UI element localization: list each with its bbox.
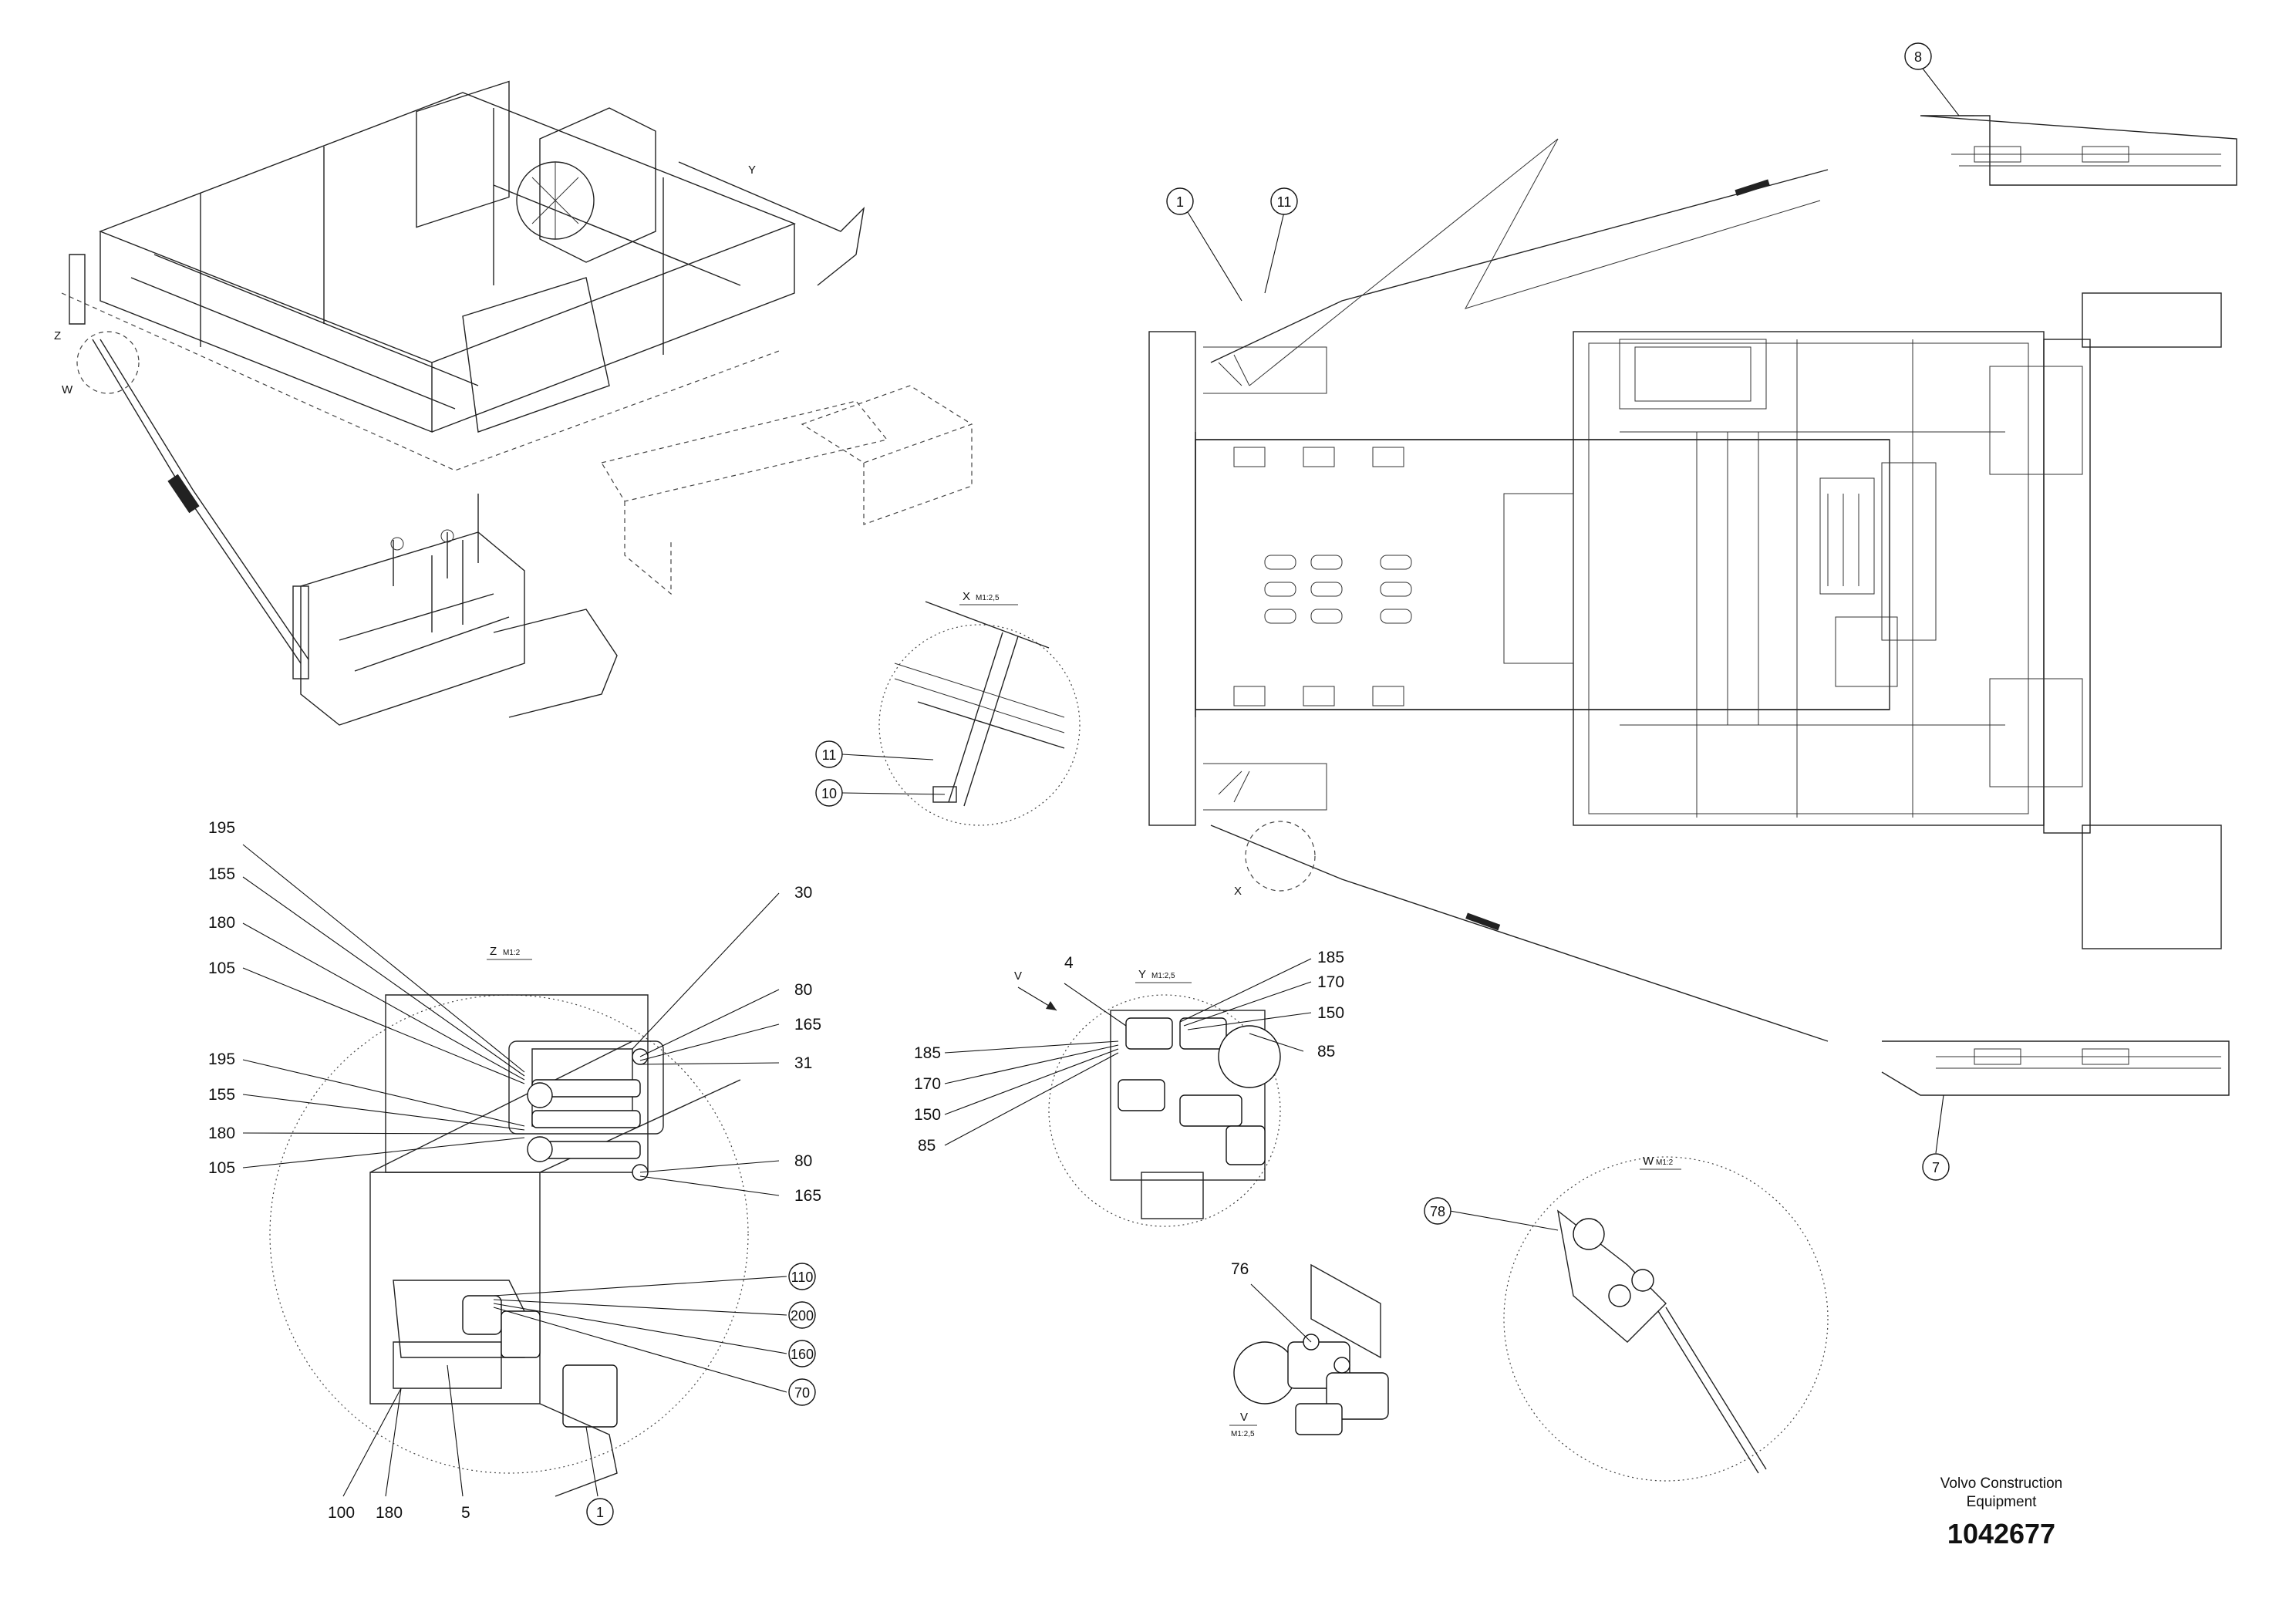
callout-30: 30 [794, 884, 812, 902]
callout-labels: 195 155 180 105 195 155 180 105 30 80 16… [208, 819, 1344, 1522]
view-title-v: V [1240, 1411, 1248, 1424]
callout-1-plan: 1 [1176, 194, 1184, 210]
callout-165-top: 165 [794, 1016, 821, 1034]
callout-105-top: 105 [208, 959, 235, 977]
view-marker-z: Z [54, 329, 61, 342]
callout-80-bottom: 80 [794, 1152, 812, 1170]
view-scale-x: M1:2,5 [976, 594, 1000, 602]
detail-view-w [1503, 1156, 1829, 1482]
view-marker-v: V [1014, 969, 1022, 983]
view-scale-w: M1:2 [1656, 1158, 1674, 1167]
callout-76: 76 [1231, 1260, 1249, 1278]
plan-view [1148, 115, 2237, 1096]
callout-70: 70 [794, 1385, 810, 1401]
callout-160: 160 [791, 1347, 814, 1362]
drawing-number: 1042677 [1947, 1518, 2056, 1549]
callout-150-left: 150 [914, 1106, 941, 1124]
callout-circles [586, 42, 1950, 1526]
callout-150-right: 150 [1317, 1004, 1344, 1022]
view-marker-x: X [1234, 885, 1242, 898]
callout-155-top: 155 [208, 865, 235, 883]
detail-view-y [1048, 994, 1281, 1227]
callout-195-top: 195 [208, 819, 235, 837]
callout-180-mid: 180 [208, 1125, 235, 1142]
circled-callout-labels: 8 1 11 7 11 10 78 110 200 160 70 1 [596, 49, 1940, 1520]
callout-110: 110 [791, 1270, 814, 1285]
view-scale-v: M1:2,5 [1231, 1430, 1255, 1438]
detail-view-z [269, 994, 749, 1497]
isometric-chassis-view [61, 80, 973, 726]
callout-11-detail: 11 [822, 747, 837, 763]
callout-155-mid: 155 [208, 1086, 235, 1104]
callout-7: 7 [1932, 1160, 1940, 1175]
callout-180-bottom: 180 [376, 1504, 403, 1522]
callout-105-mid: 105 [208, 1159, 235, 1177]
callout-185-right: 185 [1317, 949, 1344, 966]
callout-185-left: 185 [914, 1044, 941, 1062]
callout-165-bottom: 165 [794, 1187, 821, 1205]
detail-view-x [878, 601, 1081, 826]
leader-lines [242, 65, 1974, 1497]
view-title-x: X [963, 590, 970, 603]
callout-85-right: 85 [1317, 1043, 1335, 1061]
callout-80-top: 80 [794, 981, 812, 999]
callout-1-detail: 1 [596, 1505, 604, 1520]
callout-11-plan: 11 [1277, 194, 1292, 210]
manufacturer-line-2: Equipment [1966, 1494, 2037, 1510]
view-marker-y: Y [748, 164, 756, 177]
callout-4: 4 [1064, 954, 1074, 972]
callout-180-top: 180 [208, 914, 235, 932]
view-title-w: W [1643, 1155, 1654, 1168]
callout-8: 8 [1914, 49, 1922, 65]
title-block: Volvo Construction Equipment 1042677 [1920, 1475, 2082, 1550]
view-scale-z: M1:2 [503, 949, 521, 957]
callout-200: 200 [791, 1308, 814, 1324]
callout-10: 10 [821, 786, 837, 801]
view-scale-y: M1:2,5 [1151, 972, 1175, 980]
callout-100: 100 [328, 1504, 355, 1522]
callout-85-left: 85 [918, 1137, 936, 1155]
view-marker-w: W [62, 383, 73, 396]
detail-view-v [1233, 1263, 1389, 1435]
view-title-z: Z [490, 945, 497, 958]
callout-170-left: 170 [914, 1075, 941, 1093]
view-title-y: Y [1138, 968, 1146, 981]
callout-170-right: 170 [1317, 973, 1344, 991]
callout-31: 31 [794, 1054, 812, 1072]
callout-5: 5 [461, 1504, 470, 1522]
manufacturer-line-1: Volvo Construction [1940, 1475, 2063, 1492]
callout-78: 78 [1430, 1204, 1445, 1219]
callout-195-mid: 195 [208, 1050, 235, 1068]
